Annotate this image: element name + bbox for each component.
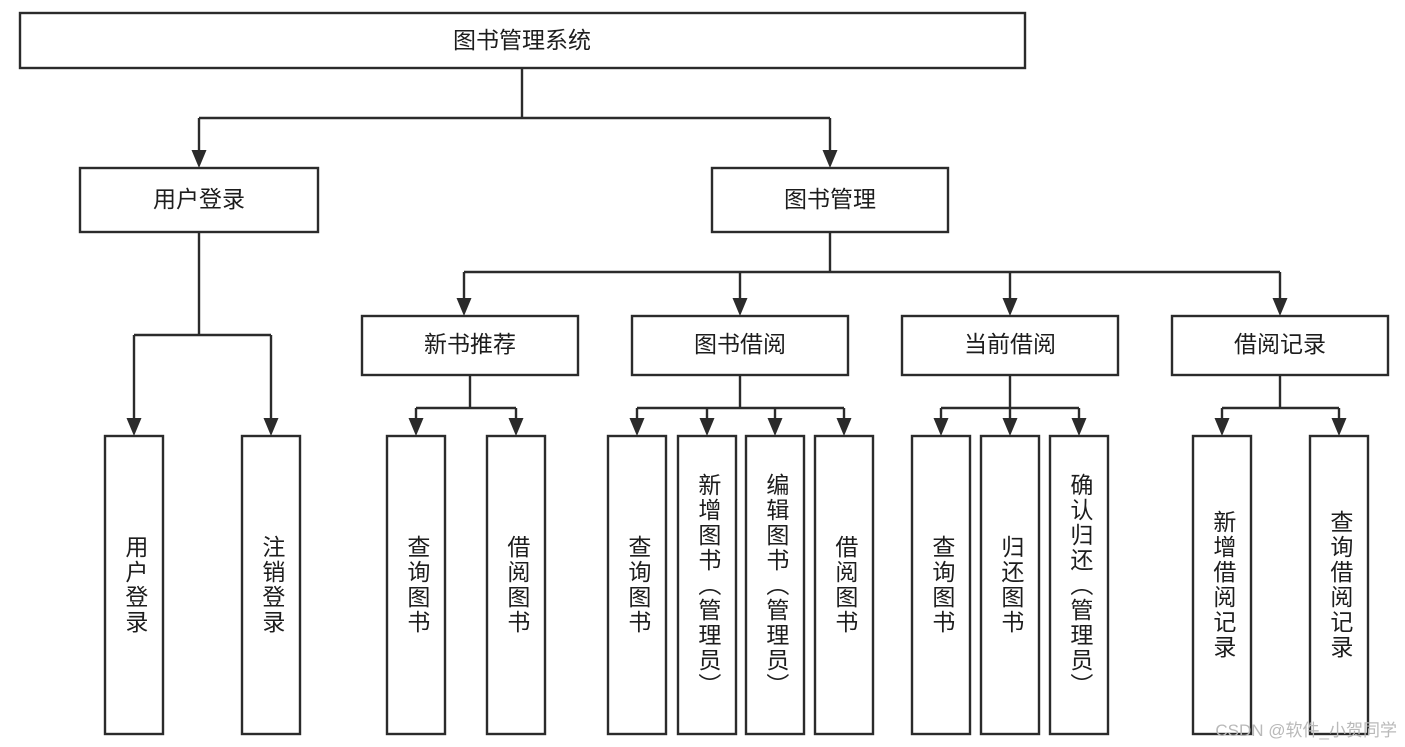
- node-root-label: 图书管理系统: [453, 27, 591, 53]
- leaf-label: 查询图书: [624, 535, 651, 635]
- leaf-currentborrow-confirm-return[interactable]: 确认归还（管理员）: [1048, 434, 1110, 736]
- connector-bookborrow-to-leaves: [629, 375, 852, 436]
- leaf-label: 归还图书: [997, 535, 1024, 635]
- node-borrow-record[interactable]: 借阅记录: [1170, 314, 1390, 377]
- node-user-login[interactable]: 用户登录: [78, 166, 320, 234]
- leaf-label: 借阅图书: [831, 535, 858, 635]
- leaf-user-logout[interactable]: 注销登录: [240, 434, 302, 736]
- node-borrow-record-label: 借阅记录: [1234, 331, 1326, 357]
- leaf-currentborrow-return-book[interactable]: 归还图书: [979, 434, 1041, 736]
- node-new-book-recommend-label: 新书推荐: [424, 331, 516, 357]
- leaf-bookborrow-edit-book[interactable]: 编辑图书（管理员）: [744, 434, 806, 736]
- node-current-borrow-label: 当前借阅: [964, 331, 1056, 357]
- connector-root-to-level2: [191, 68, 838, 168]
- leaf-label: 借阅图书: [503, 535, 530, 635]
- node-current-borrow[interactable]: 当前借阅: [900, 314, 1120, 377]
- node-book-management-label: 图书管理: [784, 186, 876, 212]
- leaf-label: 新增借阅记录: [1209, 510, 1236, 660]
- connector-bookmgmt-to-level3: [456, 232, 1288, 316]
- leaf-newbook-borrow-book[interactable]: 借阅图书: [485, 434, 547, 736]
- node-new-book-recommend[interactable]: 新书推荐: [360, 314, 580, 377]
- leaf-label: 查询图书: [928, 535, 955, 635]
- node-book-borrow[interactable]: 图书借阅: [630, 314, 850, 377]
- leaf-bookborrow-query-book[interactable]: 查询图书: [606, 434, 668, 736]
- connector-borrowrecord-to-leaves: [1214, 375, 1347, 436]
- node-root-system[interactable]: 图书管理系统: [18, 11, 1027, 70]
- leaf-label: 新增图书（管理员）: [694, 472, 721, 698]
- leaf-newbook-query-book[interactable]: 查询图书: [385, 434, 447, 736]
- connector-currentborrow-to-leaves: [933, 375, 1087, 436]
- leaf-bookborrow-borrow-book[interactable]: 借阅图书: [813, 434, 875, 736]
- leaf-label: 查询图书: [403, 535, 430, 635]
- leaf-borrowrecord-query-record[interactable]: 查询借阅记录: [1308, 434, 1370, 736]
- leaf-label: 用户登录: [121, 535, 148, 635]
- node-book-borrow-label: 图书借阅: [694, 331, 786, 357]
- node-user-login-label: 用户登录: [153, 186, 245, 212]
- leaf-label: 注销登录: [258, 535, 285, 635]
- leaf-label: 查询借阅记录: [1326, 510, 1353, 660]
- leaf-label: 确认归还（管理员）: [1066, 472, 1093, 698]
- connector-newbook-to-leaves: [408, 375, 524, 436]
- connector-userlogin-to-leaves: [126, 232, 279, 436]
- leaf-borrowrecord-add-record[interactable]: 新增借阅记录: [1191, 434, 1253, 736]
- leaf-bookborrow-add-book[interactable]: 新增图书（管理员）: [676, 434, 738, 736]
- node-book-management[interactable]: 图书管理: [710, 166, 950, 234]
- leaf-label: 编辑图书（管理员）: [762, 472, 789, 698]
- leaf-user-login-1[interactable]: 用户登录: [103, 434, 165, 736]
- leaf-currentborrow-query-book[interactable]: 查询图书: [910, 434, 972, 736]
